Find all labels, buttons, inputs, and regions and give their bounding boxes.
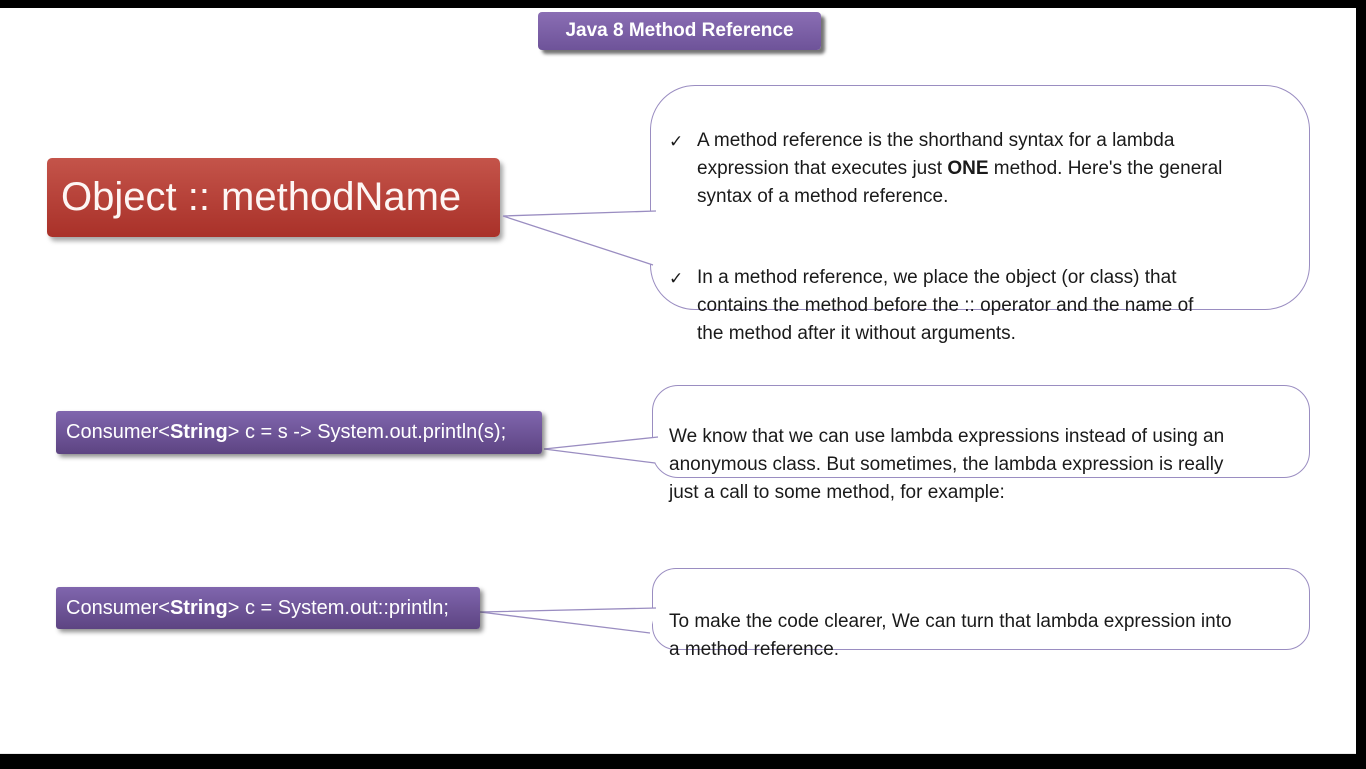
intro-callout: ✓ A method reference is the shorthand sy… xyxy=(650,85,1310,344)
bullet-item-2: ✓ In a method reference, we place the ob… xyxy=(669,264,1291,348)
lambda-code-pre: Consumer< xyxy=(66,421,170,443)
methodref-code-post: > c = System.out::println; xyxy=(227,596,449,619)
title-badge: Java 8 Method Reference xyxy=(538,12,821,50)
lambda-explanation-text: We know that we can use lambda expressio… xyxy=(669,426,1225,503)
syntax-box-label: Object :: methodName xyxy=(61,175,462,219)
bullet-1-segment-post: method. Here's the general syntax of a m… xyxy=(697,158,1223,207)
bullet-text-2: In a method reference, we place the obje… xyxy=(697,267,1194,344)
bullet-1-segment-bold: ONE xyxy=(947,158,989,179)
check-icon: ✓ xyxy=(669,269,684,288)
syntax-box: Object :: methodName xyxy=(47,158,500,237)
title-badge-label: Java 8 Method Reference xyxy=(565,20,794,41)
methodref-code-pre: Consumer< xyxy=(66,596,170,619)
methodref-explanation-callout: To make the code clearer, We can turn th… xyxy=(652,568,1310,660)
lambda-explanation-callout: We know that we can use lambda expressio… xyxy=(652,385,1310,503)
lambda-code-post: > c = s -> System.out.println(s); xyxy=(227,421,507,443)
methodref-code-bold: String xyxy=(169,596,228,619)
lambda-code-box: Consumer<String> c = s -> System.out.pri… xyxy=(56,411,542,454)
methodref-explanation-text: To make the code clearer, We can turn th… xyxy=(669,611,1232,660)
methodref-code-box: Consumer<String> c = System.out::println… xyxy=(56,587,480,629)
lambda-code-bold: String xyxy=(169,421,228,443)
letterbox-bottom-bar xyxy=(0,753,1366,769)
letterbox-top-bar xyxy=(0,0,1366,8)
check-icon: ✓ xyxy=(669,132,684,151)
bullet-1-segment-pre: A method reference is the shorthand synt… xyxy=(697,130,1175,179)
letterbox-right-bar xyxy=(1356,0,1366,768)
bullet-item-1: ✓ A method reference is the shorthand sy… xyxy=(669,127,1291,211)
intro-callout-tail xyxy=(502,210,657,266)
bullet-text-1: A method reference is the shorthand synt… xyxy=(697,127,1291,211)
methodref-callout-tail xyxy=(479,607,657,634)
lambda-callout-tail xyxy=(543,436,659,464)
